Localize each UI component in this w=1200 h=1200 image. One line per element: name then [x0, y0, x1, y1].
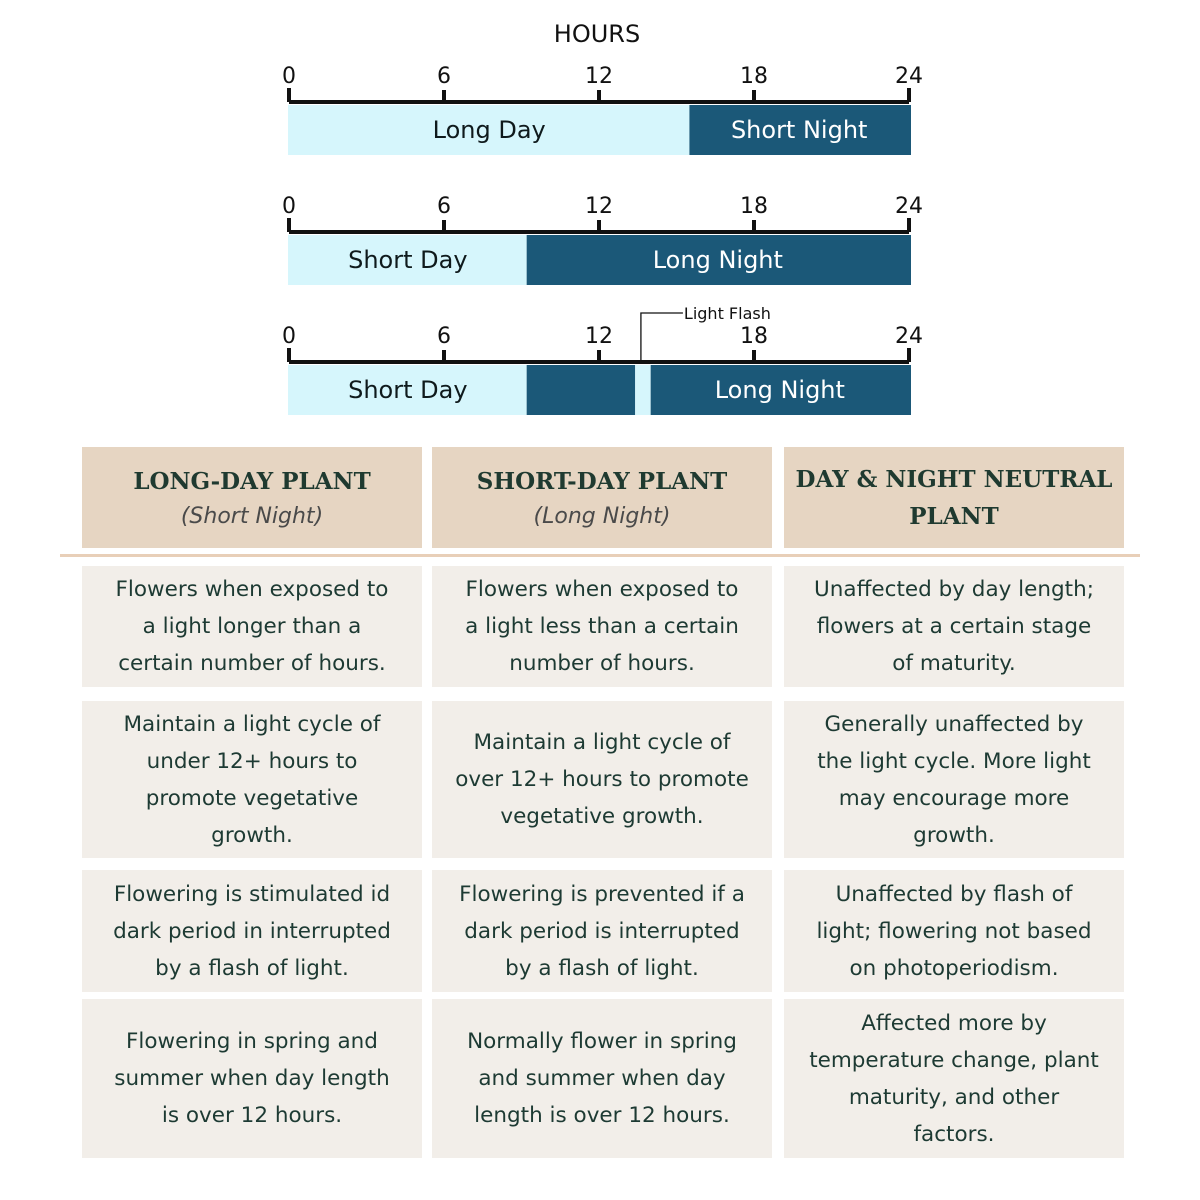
- cell-text-line: Generally unaffected by: [824, 711, 1084, 737]
- cell-text-line: by a flash of light.: [155, 955, 349, 981]
- tick-label: 0: [282, 324, 296, 349]
- tick-label: 12: [585, 194, 613, 219]
- night-segment: [526, 365, 636, 415]
- cell-text-line: may encourage more: [838, 785, 1070, 811]
- cell-text-line: temperature change, plant: [809, 1047, 1099, 1073]
- cell-text-line: promote vegetative: [145, 785, 359, 811]
- table-cell-short-day: Flowers when exposed to a light less than…: [432, 566, 772, 687]
- cell-text-line: dark period is interrupted: [464, 918, 740, 944]
- table-cell-long-day: Flowering in spring and summer when day l…: [82, 999, 422, 1158]
- header-subtitle: (Short Night): [180, 503, 324, 529]
- cell-text-line: vegetative growth.: [500, 804, 704, 829]
- cell-text-line: Flowering is stimulated id: [113, 881, 391, 907]
- tick-label: 6: [437, 64, 451, 89]
- cell-text-line: Flowering in spring and: [126, 1029, 378, 1054]
- night-segment: [689, 105, 911, 155]
- cell-text-line: of maturity.: [892, 651, 1016, 676]
- cell-text-line: the light cycle. More light: [817, 748, 1091, 774]
- night-segment-label: Long Night: [653, 246, 783, 274]
- tick-label: 12: [585, 324, 613, 349]
- cell-text-line: growth.: [913, 822, 995, 848]
- cell-text-line: light; flowering not based: [816, 918, 1092, 944]
- day-segment: [288, 365, 527, 415]
- day-segment: [635, 365, 651, 415]
- day-segment: [288, 105, 690, 155]
- header-long-day: LONG-DAY PLANT (Short Night): [82, 447, 422, 548]
- table-cell-short-day: Maintain a light cycle of over 12+ hours …: [432, 701, 772, 858]
- table-cell-long-day: Maintain a light cycle of under 12+ hours…: [82, 701, 422, 858]
- cell-text-line: length is over 12 hours.: [474, 1103, 730, 1128]
- cell-text-line: dark period in interrupted: [113, 918, 391, 944]
- night-segment: [526, 235, 911, 285]
- header-title: SHORT-DAY PLANT: [476, 467, 728, 495]
- tick-label: 24: [895, 324, 923, 349]
- table-cell-neutral: Affected more by temperature change, plan…: [784, 999, 1124, 1158]
- cell-text-line: growth.: [211, 822, 293, 848]
- table-cell-short-day: Normally flower in spring and summer when…: [432, 999, 772, 1158]
- cell-text-line: is over 12 hours.: [161, 1103, 343, 1128]
- tick-label: 24: [895, 64, 923, 89]
- cell-text-line: Flowering is prevented if a: [459, 881, 745, 907]
- night-segment-label: Short Night: [731, 116, 868, 144]
- night-segment: [650, 365, 911, 415]
- cell-text-line: over 12+ hours to promote: [455, 767, 749, 792]
- header-title: LONG-DAY PLANT: [133, 467, 371, 495]
- cell-text-line: Normally flower in spring: [467, 1029, 737, 1054]
- cell-text-line: a light longer than a: [142, 614, 362, 639]
- axis-title: HOURS: [554, 20, 640, 48]
- table-cell-short-day: Flowering is prevented if a dark period i…: [432, 870, 772, 992]
- header-subtitle: (Long Night): [533, 503, 671, 529]
- cell-text-line: on photoperiodism.: [849, 955, 1059, 981]
- cell-text-line: Maintain a light cycle of: [123, 711, 381, 737]
- cell-text-line: a light less than a certain: [465, 614, 739, 639]
- day-segment-label: Short Day: [348, 246, 467, 274]
- cell-text-line: Unaffected by day length;: [814, 577, 1094, 602]
- cell-text-line: Unaffected by flash of: [835, 881, 1073, 907]
- tick-label: 0: [282, 194, 296, 219]
- light-flash-label: Light Flash: [684, 304, 771, 323]
- tick-label: 6: [437, 324, 451, 349]
- table-cell-neutral: Generally unaffected by the light cycle. …: [784, 701, 1124, 858]
- table-cell-neutral: Unaffected by day length; flowers at a ce…: [784, 566, 1124, 687]
- night-segment-label: Long Night: [715, 376, 845, 404]
- cell-text-line: by a flash of light.: [505, 955, 699, 981]
- cell-text-line: number of hours.: [509, 651, 695, 676]
- tick-label: 12: [585, 64, 613, 89]
- header-short-day: SHORT-DAY PLANT (Long Night): [432, 447, 772, 548]
- tick-label: 18: [740, 324, 768, 349]
- tick-label: 18: [740, 194, 768, 219]
- day-segment: [288, 235, 527, 285]
- table-cell-long-day: Flowers when exposed to a light longer th…: [82, 566, 422, 687]
- cell-text-line: flowers at a certain stage: [816, 614, 1092, 639]
- day-segment-label: Long Day: [433, 116, 546, 144]
- cell-text-line: Flowers when exposed to: [465, 577, 739, 602]
- cell-text-line: Affected more by: [861, 1010, 1047, 1036]
- header-divider: [60, 554, 1140, 557]
- tick-label: 0: [282, 64, 296, 89]
- cell-text-line: and summer when day: [478, 1066, 726, 1091]
- cell-text-line: under 12+ hours to: [146, 748, 358, 774]
- header-title: DAY & NIGHT NEUTRAL: [795, 465, 1113, 493]
- cell-text-line: factors.: [913, 1121, 995, 1147]
- cell-text-line: Maintain a light cycle of: [473, 730, 731, 755]
- header-title: PLANT: [909, 502, 999, 530]
- table-cell-long-day: Flowering is stimulated id dark period in…: [82, 870, 422, 992]
- tick-label: 6: [437, 194, 451, 219]
- cell-text-line: summer when day length: [114, 1066, 390, 1091]
- day-segment-label: Short Day: [348, 376, 467, 404]
- light-flash-leader-line: [640, 312, 683, 361]
- cell-text-line: maturity, and other: [848, 1084, 1060, 1110]
- table-cell-neutral: Unaffected by flash of light; flowering n…: [784, 870, 1124, 992]
- tick-label: 18: [740, 64, 768, 89]
- cell-text-line: certain number of hours.: [118, 651, 386, 676]
- cell-text-line: Flowers when exposed to: [115, 577, 389, 602]
- header-neutral: DAY & NIGHT NEUTRAL PLANT: [784, 447, 1124, 548]
- tick-label: 24: [895, 194, 923, 219]
